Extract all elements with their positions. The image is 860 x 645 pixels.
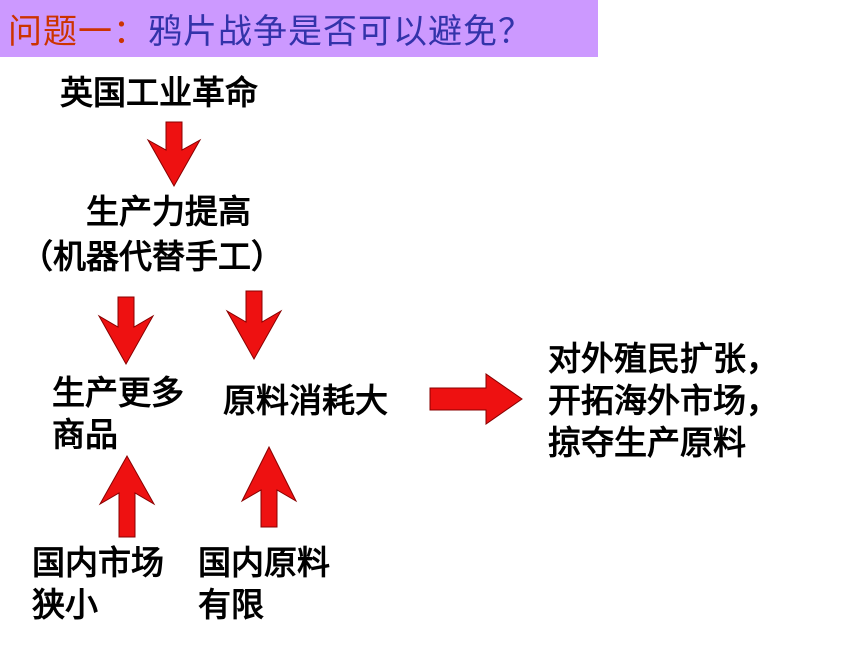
arrow-market-to-goods [98, 454, 156, 538]
node-productivity: 生产力提高 [86, 191, 251, 233]
arrow-industrial-to-productivity [146, 121, 202, 188]
node-productivity-line1: 生产力提高 [86, 192, 251, 231]
node-colonial-expansion-line2: 开拓海外市场， [548, 381, 779, 420]
node-more-goods-line2: 商品 [52, 415, 118, 454]
node-limited-domestic-materials-line2: 有限 [198, 585, 264, 624]
title-prefix: 问题一： [8, 12, 148, 52]
node-raw-material-consumption-label: 原料消耗大 [223, 381, 388, 420]
node-colonial-expansion-line3: 掠夺生产原料 [548, 423, 746, 462]
node-narrow-domestic-market-line1: 国内市场 [32, 543, 164, 582]
node-colonial-expansion-line1: 对外殖民扩张， [548, 339, 779, 378]
arrow-productivity-to-goods [97, 296, 155, 366]
node-industrial-revolution-label: 英国工业革命 [60, 73, 258, 112]
node-narrow-domestic-market-line2: 狭小 [32, 585, 98, 624]
title-question: 鸦片战争是否可以避免？ [148, 12, 533, 52]
node-limited-domestic-materials: 国内原料 有限 [198, 542, 330, 626]
arrow-productivity-to-consumption [225, 290, 283, 361]
node-industrial-revolution: 英国工业革命 [60, 72, 258, 114]
node-productivity-line2: （机器代替手工） [20, 237, 284, 276]
node-colonial-expansion: 对外殖民扩张， 开拓海外市场， 掠夺生产原料 [548, 338, 779, 464]
node-productivity-note: （机器代替手工） [20, 236, 284, 278]
title-bar: 问题一： 鸦片战争是否可以避免？ [0, 0, 598, 57]
node-more-goods: 生产更多 商品 [52, 372, 184, 456]
node-raw-material-consumption: 原料消耗大 [223, 380, 388, 422]
node-limited-domestic-materials-line1: 国内原料 [198, 543, 330, 582]
arrow-materials-to-consumption [240, 445, 298, 528]
arrow-consumption-to-expansion [429, 373, 523, 425]
node-more-goods-line1: 生产更多 [52, 373, 184, 412]
node-narrow-domestic-market: 国内市场 狭小 [32, 542, 164, 626]
